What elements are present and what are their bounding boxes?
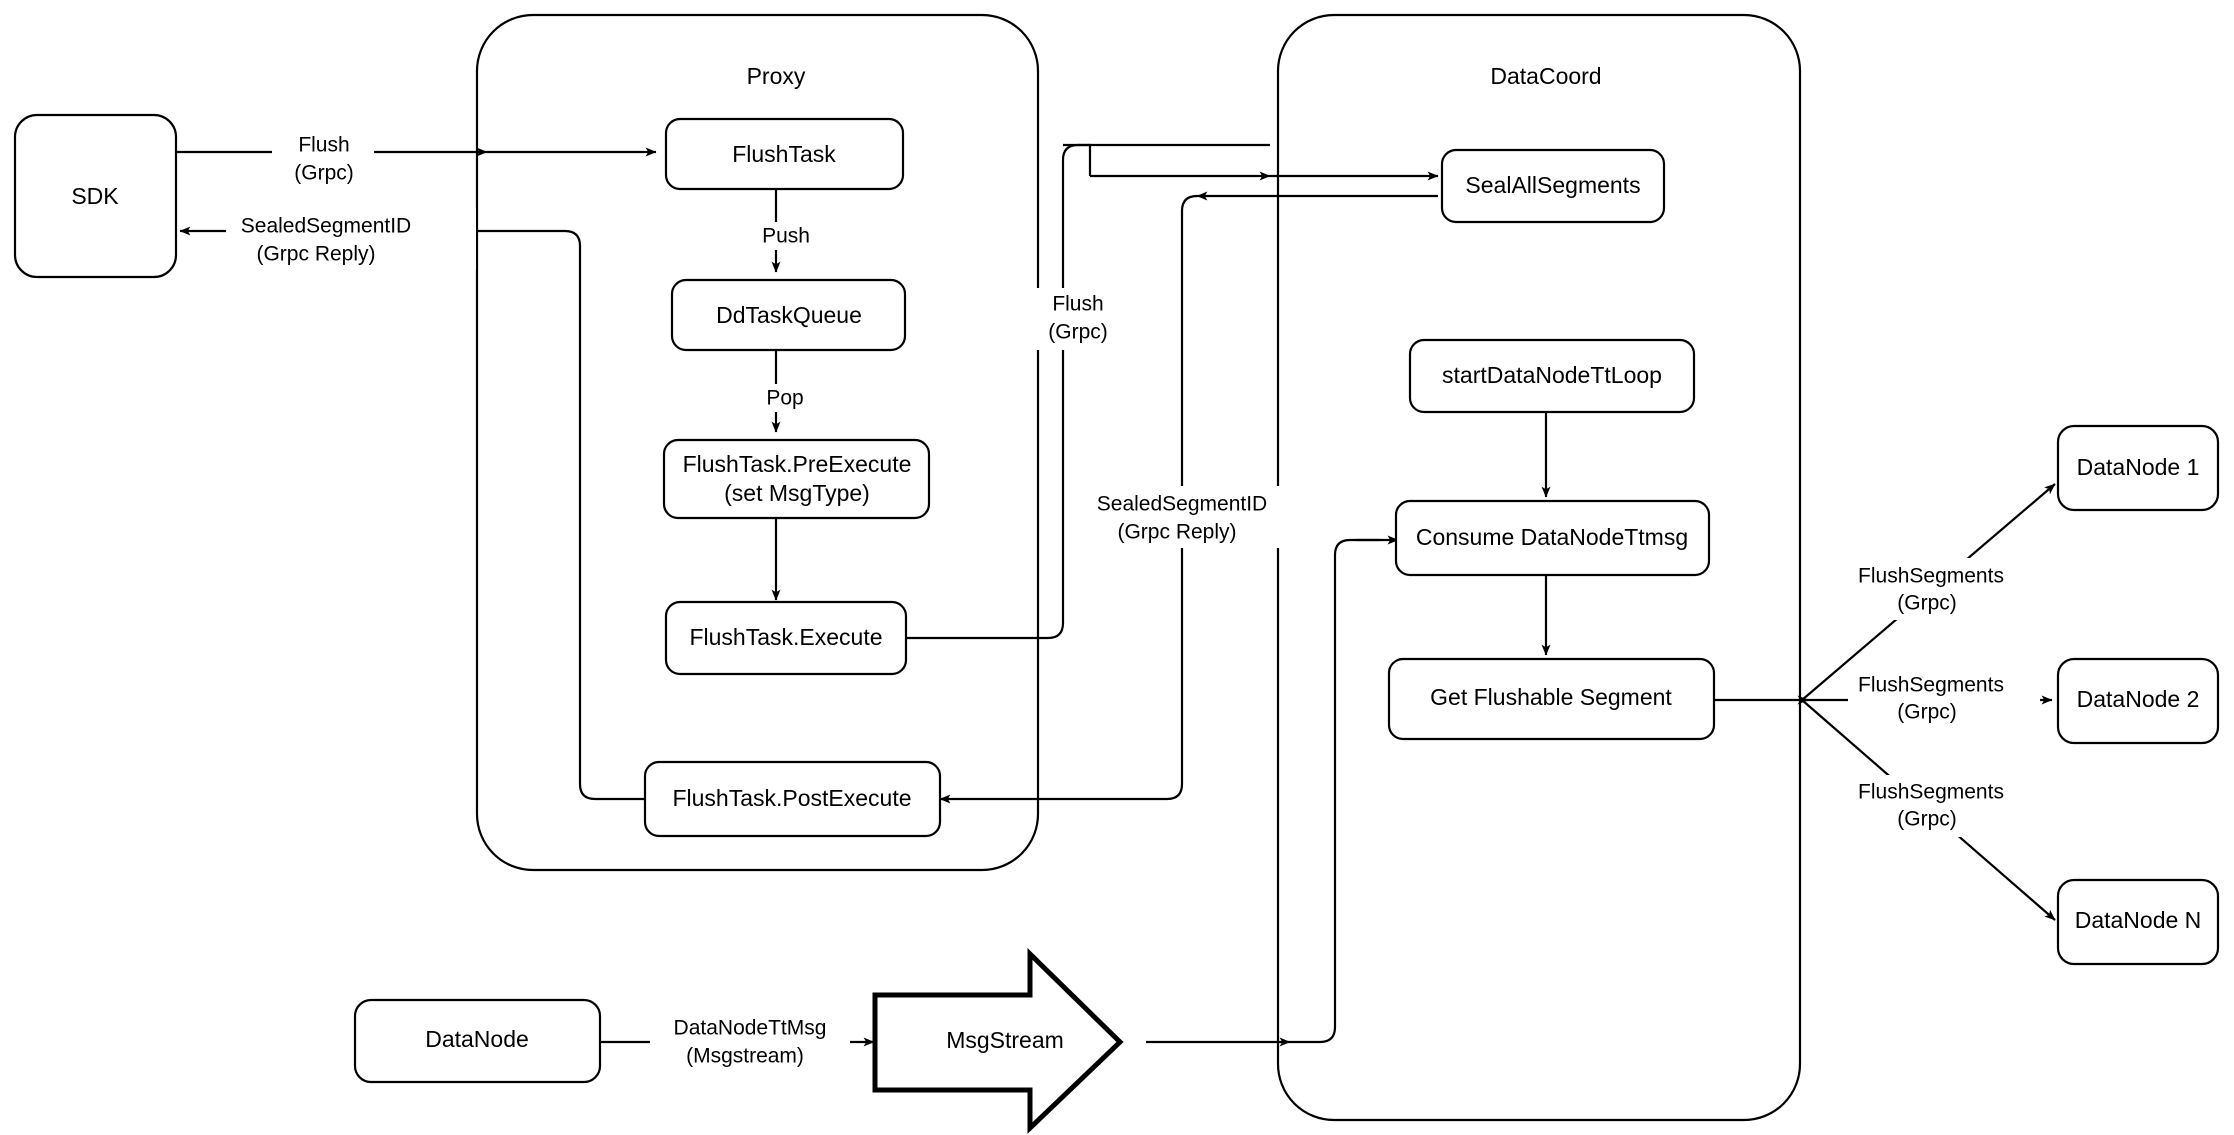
flush-grpc-mid-label-line2: (Grpc) bbox=[1048, 321, 1108, 344]
getflushablesegment-label: Get Flushable Segment bbox=[1430, 684, 1672, 710]
node-preexecute[interactable]: FlushTask.PreExecute (set MsgType) bbox=[662, 438, 931, 520]
flushsegments-2-label-line1: FlushSegments bbox=[1858, 674, 2004, 697]
pop-label: Pop bbox=[766, 387, 803, 410]
msgstream-label: MsgStream bbox=[946, 1027, 1064, 1053]
node-datanode-source[interactable]: DataNode bbox=[353, 998, 602, 1084]
node-ddtaskqueue[interactable]: DdTaskQueue bbox=[670, 278, 907, 352]
preexecute-label-line1: FlushTask.PreExecute bbox=[683, 451, 912, 477]
execute-box[interactable] bbox=[664, 600, 908, 676]
node-startdatanodettloop[interactable]: startDataNodeTtLoop bbox=[1408, 338, 1696, 414]
proxy-container-title: Proxy bbox=[747, 63, 806, 89]
flushtask-label: FlushTask bbox=[732, 141, 836, 167]
datanode-ttmsg-label-line1: DataNodeTtMsg bbox=[674, 1017, 827, 1040]
postexecute-label: FlushTask.PostExecute bbox=[672, 785, 911, 811]
sdk-box[interactable] bbox=[13, 113, 178, 279]
sealedsegmentid-reply-label-line1: SealedSegmentID bbox=[241, 215, 411, 238]
startdatanodettloop-label: startDataNodeTtLoop bbox=[1442, 362, 1662, 388]
getflushablesegment-box[interactable] bbox=[1387, 657, 1716, 741]
datanode-1-label: DataNode 1 bbox=[2077, 454, 2200, 480]
flush-grpc-mid-label-line1: Flush bbox=[1052, 293, 1103, 316]
consume-datanodettmsg-box[interactable] bbox=[1394, 499, 1711, 577]
sealallsegments-box[interactable] bbox=[1440, 148, 1666, 224]
preexecute-label-line2: (set MsgType) bbox=[724, 480, 870, 506]
sealallsegments-label: SealAllSegments bbox=[1465, 172, 1640, 198]
label-sealedsegmentid-reply-sdk: SealedSegmentID (Grpc Reply) bbox=[226, 208, 476, 270]
node-getflushablesegment[interactable]: Get Flushable Segment bbox=[1387, 657, 1716, 741]
node-flushtask[interactable]: FlushTask bbox=[664, 117, 905, 191]
label-flush-grpc-mid: Flush (Grpc) bbox=[1020, 288, 1108, 350]
edge-sealedsegmentid-down-to-postexecute bbox=[1048, 194, 1198, 801]
label-push: Push bbox=[742, 222, 810, 250]
flush-grpc-label-line2: (Grpc) bbox=[294, 162, 354, 185]
flushsegments-2-label-line2: (Grpc) bbox=[1897, 701, 1957, 724]
datanode-source-box[interactable] bbox=[353, 998, 602, 1084]
label-pop: Pop bbox=[748, 384, 806, 412]
node-postexecute[interactable]: FlushTask.PostExecute bbox=[643, 760, 942, 838]
node-datanode-n[interactable]: DataNode N bbox=[2056, 878, 2220, 966]
label-sealedsegmentid-mid: SealedSegmentID (Grpc Reply) bbox=[1083, 486, 1293, 548]
flushsegments-n-label-line2: (Grpc) bbox=[1897, 808, 1957, 831]
sdk-label: SDK bbox=[71, 183, 119, 209]
execute-label: FlushTask.Execute bbox=[689, 624, 882, 650]
sealedsegmentid-mid-label-line1: SealedSegmentID bbox=[1097, 493, 1267, 516]
flushsegments-1-label-line2: (Grpc) bbox=[1897, 592, 1957, 615]
node-datanode-1[interactable]: DataNode 1 bbox=[2056, 424, 2220, 512]
consume-datanodettmsg-label: Consume DataNodeTtmsg bbox=[1416, 524, 1688, 550]
datanode-source-label: DataNode bbox=[425, 1026, 529, 1052]
push-label: Push bbox=[762, 225, 810, 248]
node-sdk[interactable]: SDK bbox=[13, 113, 178, 279]
preexecute-box[interactable] bbox=[662, 438, 931, 520]
msgstream-arrow-shape[interactable] bbox=[872, 948, 1124, 1134]
edge-flush-route-join bbox=[1063, 143, 1092, 176]
sealedsegmentid-mid-label-line2: (Grpc Reply) bbox=[1117, 521, 1236, 544]
flush-grpc-label-line1: Flush bbox=[298, 134, 349, 157]
node-sealallsegments[interactable]: SealAllSegments bbox=[1440, 148, 1666, 224]
flushsegments-n-label-line1: FlushSegments bbox=[1858, 781, 2004, 804]
label-flush-grpc-sdk: Flush (Grpc) bbox=[272, 130, 374, 190]
datanode-2-label: DataNode 2 bbox=[2077, 686, 2200, 712]
startdatanodettloop-box[interactable] bbox=[1408, 338, 1696, 414]
datanode-1-box[interactable] bbox=[2056, 424, 2220, 512]
datanode-ttmsg-label-line2: (Msgstream) bbox=[686, 1045, 804, 1068]
ddtaskqueue-box[interactable] bbox=[670, 278, 907, 352]
ddtaskqueue-label: DdTaskQueue bbox=[716, 302, 862, 328]
node-msgstream[interactable]: MsgStream bbox=[872, 948, 1124, 1134]
sealedsegmentid-reply-label-line2: (Grpc Reply) bbox=[256, 243, 375, 266]
datanode-n-box[interactable] bbox=[2056, 878, 2220, 966]
postexecute-box[interactable] bbox=[643, 760, 942, 838]
flushsegments-1-label-line1: FlushSegments bbox=[1858, 565, 2004, 588]
datacoord-container-title: DataCoord bbox=[1490, 63, 1601, 89]
label-flushsegments-1: FlushSegments (Grpc) bbox=[1848, 558, 2040, 620]
node-execute[interactable]: FlushTask.Execute bbox=[664, 600, 908, 676]
label-flushsegments-2: FlushSegments (Grpc) bbox=[1848, 668, 2040, 730]
node-datanode-2[interactable]: DataNode 2 bbox=[2056, 657, 2220, 745]
label-flushsegments-n: FlushSegments (Grpc) bbox=[1848, 775, 2040, 837]
flushtask-box[interactable] bbox=[664, 117, 905, 191]
label-datanode-ttmsg: DataNodeTtMsg (Msgstream) bbox=[650, 1010, 850, 1072]
edge-msgstream-route-to-consume bbox=[1290, 538, 1380, 1044]
edge-postexecute-to-sdk-reply bbox=[487, 229, 645, 801]
node-consume-datanodettmsg[interactable]: Consume DataNodeTtmsg bbox=[1394, 499, 1711, 577]
datanode-n-label: DataNode N bbox=[2075, 907, 2202, 933]
datanode-2-box[interactable] bbox=[2056, 657, 2220, 745]
